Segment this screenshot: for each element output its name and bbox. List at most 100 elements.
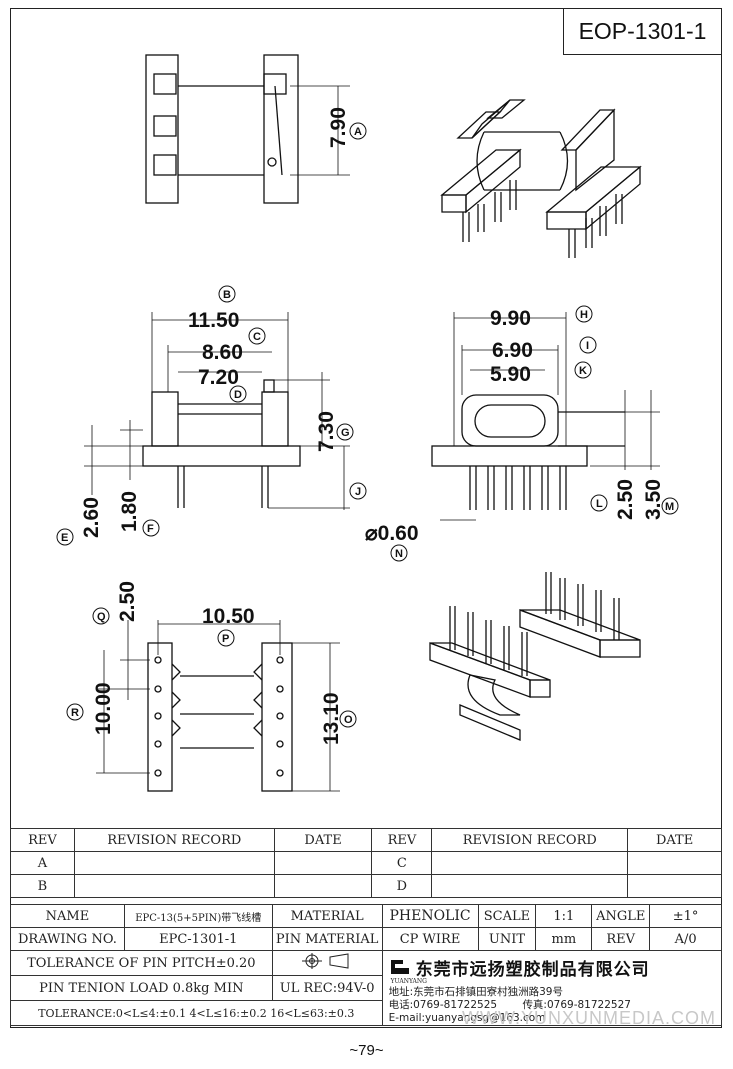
company-logo-icon [389,958,411,978]
drawing-no-label: DRAWING NO. [10,927,125,951]
dim-A-circle [349,122,367,140]
dim-N-letter: N [395,548,403,560]
rev-value: A/0 [649,927,722,951]
material-label: MATERIAL [271,904,383,928]
revision-cell [431,874,629,898]
dim-E-value: 2.60 [80,497,103,538]
revision-header-cell: REV [371,828,433,852]
dim-G-letter: G [341,427,350,439]
revision-cell [627,874,722,898]
tolerance-pitch: TOLERANCE OF PIN PITCH±0.20 [10,950,273,976]
dim-O-letter: O [344,714,353,726]
technical-drawing: 7.90 A [56,54,679,792]
drawing-code: EOP-1301-1 [578,18,707,44]
dim-O-value: 13.10 [320,692,343,745]
company-name: 东莞市远扬塑胶制品有限公司 [415,960,650,980]
spec-row-name: NAME EPC-13(5+5PIN)带飞线槽 MATERIAL PHENOLI… [10,904,722,928]
dim-G-value: 7.30 [315,411,338,452]
projection-symbol-icon [271,950,383,976]
dim-Q-letter: Q [97,611,106,623]
dim-I-value: 6.90 [492,339,533,362]
company-fax: 传真:0769-81722527 [522,999,631,1011]
scale-label: SCALE [477,904,537,928]
revision-header-cell: DATE [273,828,373,852]
revision-header-cell: REVISION RECORD [431,828,629,852]
revision-cell: B [10,874,75,898]
company-header: 东莞市远扬塑胶制品有限公司 [389,955,717,980]
dim-P-letter: P [222,633,229,645]
dim-K-value: 5.90 [490,363,531,386]
front-view [84,312,350,510]
material-value: PHENOLIC [381,904,479,928]
dim-letter-circles-front [56,285,367,546]
side-view [431,312,660,521]
drawing-code-box: EOP-1301-1 [563,8,722,55]
dim-M-letter: M [665,501,674,513]
dim-F-value: 1.80 [118,491,141,532]
dim-F-letter: F [147,523,154,535]
dim-A-value: 7.90 [327,107,350,148]
name-label: NAME [10,904,125,928]
name-value: EPC-13(5+5PIN)带飞线槽 [123,904,273,928]
dim-D-letter: D [234,389,242,401]
ul-rec: UL REC:94V-0 [271,975,383,1001]
dim-I-letter: I [586,340,589,352]
revision-header-cell: REV [10,828,75,852]
dim-E-letter: E [61,532,68,544]
revision-cell [73,851,275,875]
revision-header-cell: DATE [627,828,722,852]
spec-row-tolerance: TOLERANCE OF PIN PITCH±0.20 东莞市远扬塑胶制品有限公… [10,950,723,1026]
pin-material-value: CP WIRE [381,927,479,951]
unit-label: UNIT [477,927,537,951]
dim-letter-circles-side [390,305,679,562]
iso-view-top [440,99,642,258]
spec-row-tension: PIN TENION LOAD 0.8kg MIN UL REC:94V-0 [10,975,722,1001]
dim-C-letter: C [253,331,261,343]
spec-row-drawing: DRAWING NO. EPC-1301-1 PIN MATERIAL CP W… [10,927,722,951]
dim-J-letter: J [355,486,361,498]
company-contact: 电话:0769-81722525 传真:0769-81722527 [389,999,717,1012]
spec-row-general-tolerance: TOLERANCE:0<L≤4:±0.1 4<L≤16:±0.2 16<L≤63… [10,1000,722,1026]
dim-P-value: 10.50 [202,605,255,628]
tolerance-general: TOLERANCE:0<L≤4:±0.1 4<L≤16:±0.2 16<L≤63… [10,1000,383,1026]
dim-H-value: 9.90 [490,307,531,330]
company-phone: 电话:0769-81722525 [388,999,498,1011]
watermark: WWW.YUNXUNMEDIA.COM [462,1008,716,1028]
dim-K-letter: K [579,365,587,377]
angle-label: ANGLE [591,904,651,928]
drawing-no-value: EPC-1301-1 [123,927,273,951]
revision-cell [431,851,629,875]
top-view [145,54,350,204]
pin-material-label: PIN MATERIAL [271,927,383,951]
dim-B-letter: B [223,289,231,301]
rev-label: REV [591,927,651,951]
revision-header-cell: REVISION RECORD [73,828,275,852]
unit-value: mm [535,927,593,951]
dim-Q-value: 2.50 [116,581,139,622]
logo-caption: YUANYANG [390,978,427,985]
dim-D-value: 7.20 [198,366,239,389]
angle-value: ±1° [649,904,722,928]
dim-R-letter: R [71,707,79,719]
company-email: E-mail:yuanyangsg@163.com [388,1012,546,1024]
pin-tension: PIN TENION LOAD 0.8kg MIN [10,975,273,1001]
iso-view-bottom [429,572,641,741]
revision-cell: C [371,851,433,875]
revision-cell [627,851,722,875]
company-address: 地址:东莞市石排镇田寮村独洲路39号 [388,986,563,998]
dim-M-value: 3.50 [642,479,665,520]
page-number: ~79~ [349,1042,384,1059]
bottom-view [96,620,340,792]
company-block: 东莞市远扬塑胶制品有限公司 YUANYANG 地址:东莞市石排镇田寮村独洲路39… [381,950,723,1026]
dim-H-letter: H [580,309,588,321]
drawing-sheet-border [10,8,722,1028]
scale-value: 1:1 [535,904,593,928]
dim-A-letter: A [354,126,362,138]
dim-R-value: 10.00 [92,682,115,735]
revision-cell [73,874,275,898]
revision-cell [273,874,373,898]
dim-C-value: 8.60 [202,341,243,364]
dim-L-letter: L [596,498,603,510]
revision-cell: D [371,874,433,898]
spec-table: NAME EPC-13(5+5PIN)带飞线槽 MATERIAL PHENOLI… [10,904,723,1026]
